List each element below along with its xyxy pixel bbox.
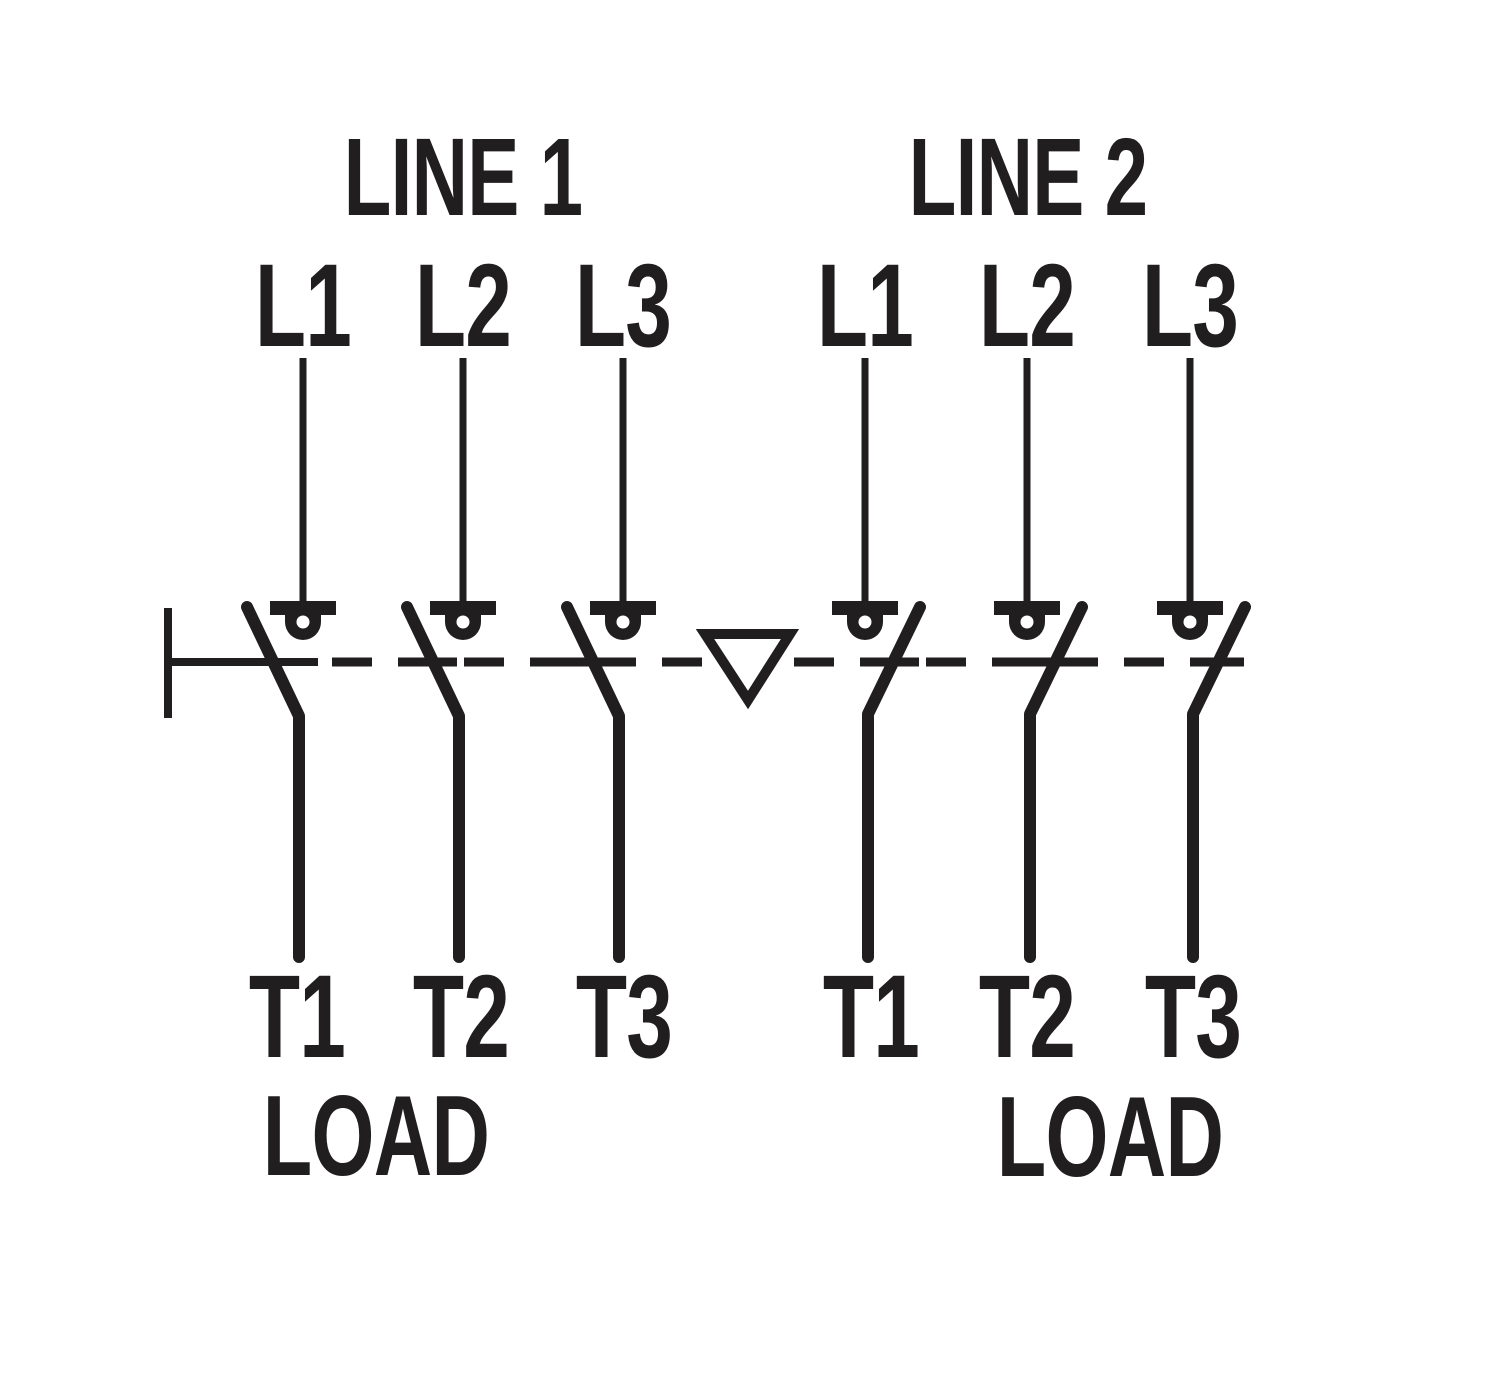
switch-pole-line2-l2 <box>994 358 1088 963</box>
line1-title: LINE 1 <box>343 116 583 239</box>
switch-pole-line1-l1 <box>241 358 336 963</box>
line1-terminal-label-l1: L1 <box>254 240 352 372</box>
line1-terminal-label-l3: L3 <box>574 240 672 372</box>
switch-pole-line2-l1 <box>832 358 926 963</box>
switch-pole-line1-l2 <box>401 358 496 963</box>
switch-pole-line1-l3 <box>561 358 656 963</box>
line1-load-label: LOAD <box>262 1073 490 1200</box>
line1-load-terminal-label-t3: T3 <box>575 951 673 1083</box>
line2-title: LINE 2 <box>908 116 1148 239</box>
line1-terminal-label-l2: L2 <box>414 240 512 372</box>
line2-terminal-label-l3: L3 <box>1141 240 1239 372</box>
linkage-triangle-icon <box>695 629 800 710</box>
line2-terminal-label-l2: L2 <box>978 240 1076 372</box>
line1-load-terminal-label-t2: T2 <box>412 951 510 1083</box>
line1-load-terminal-label-t1: T1 <box>248 951 346 1083</box>
line2-load-terminal-label-t2: T2 <box>978 951 1076 1083</box>
line2-terminal-label-l1: L1 <box>816 240 914 372</box>
operating-handle-icon <box>164 608 318 718</box>
line2-load-label: LOAD <box>996 1074 1224 1201</box>
line2-load-terminal-label-t3: T3 <box>1144 951 1242 1083</box>
switch-pole-line2-l3 <box>1157 358 1251 963</box>
line2-load-terminal-label-t1: T1 <box>822 951 920 1083</box>
